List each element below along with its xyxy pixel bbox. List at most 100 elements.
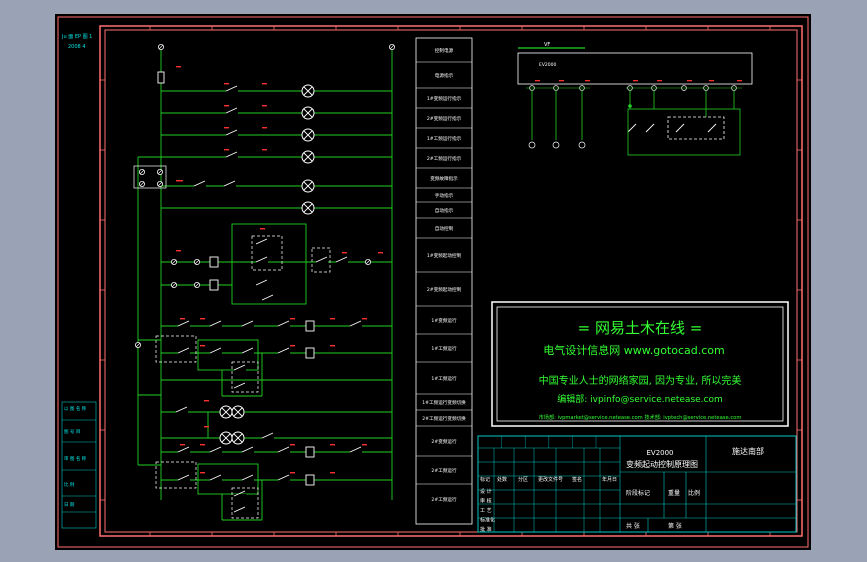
relay-contact-icon <box>209 320 222 328</box>
legend-column: 控制电源电源指示1#变频运行指示2#变频运行指示1#工频运行指示2#工频运行指示… <box>415 37 473 525</box>
indicator-lamp-icon <box>301 150 315 164</box>
indicator-lamp-icon <box>231 405 245 419</box>
relay-contact-icon <box>209 446 222 454</box>
indicator-lamp-icon <box>219 405 233 419</box>
title-block: EV2000 变频起动控制原理图 施达南部 阶段标记 重量 比例 共 张 第 张… <box>477 435 797 533</box>
relay-contact-icon <box>335 256 348 264</box>
indicator-lamp-icon <box>231 431 245 445</box>
legend-row-label: 2#工频运行指示 <box>427 155 462 162</box>
legend-row-label: 1#变频起动控制 <box>427 252 462 259</box>
relay-contact-icon <box>349 320 362 328</box>
terminal-icon <box>156 168 163 175</box>
relay-contact-icon <box>177 474 190 482</box>
legend-row-label: 2#工频运行变频切换 <box>422 415 466 422</box>
legend-row-label: 1#工频运行指示 <box>427 135 462 142</box>
vfd-label: VF <box>544 42 550 48</box>
indicator-lamp-icon <box>219 431 233 445</box>
indicator-lamp-icon <box>301 128 315 142</box>
relay-contact-icon <box>193 180 206 188</box>
legend-row-label: 1#变频运行指示 <box>427 95 462 102</box>
vfd-terminals <box>526 80 742 149</box>
relay-coil-icon <box>209 279 219 291</box>
relay-contact-icon <box>241 446 254 454</box>
title-block-header: 更改文件号 <box>538 476 563 483</box>
top-left-label: Ju 面 EP 图 1 <box>61 34 92 40</box>
terminal-icon <box>134 341 141 348</box>
relay-contact-icon <box>223 180 236 188</box>
indicator-lamp-icon <box>301 106 315 120</box>
legend-row-label: 1#工频运行 <box>431 375 457 382</box>
legend-row-label: 自动控制 <box>435 225 454 232</box>
relay-contact-icon <box>177 320 190 328</box>
watermark-slogan: 中国专业人士的网络家园, 因为专业, 所以完美 <box>539 374 742 387</box>
left-strip-label: 图 号 目 <box>64 429 80 435</box>
outer-frame <box>57 16 809 548</box>
relay-contact-icon <box>225 151 238 159</box>
relay-contact-icon <box>233 382 246 390</box>
vfd-body <box>517 52 753 85</box>
relay-contact-icon <box>255 279 268 287</box>
title-block-header: 分区 <box>518 476 528 483</box>
relay-contact-icon <box>349 446 362 454</box>
title-block-row-label: 批 准 <box>480 526 492 533</box>
relay-coil-icon <box>305 446 315 458</box>
relay-coil-icon <box>305 474 315 486</box>
relay-contact-icon <box>225 129 238 137</box>
sheet-label: 第 张 <box>668 522 682 530</box>
relay-contact-icon <box>177 446 190 454</box>
relay-contact-icon <box>261 432 274 440</box>
company-name: 施达南部 <box>732 446 764 456</box>
frame-zone-ticks <box>100 26 802 536</box>
legend-row-label: 2#变频运行指示 <box>427 115 462 122</box>
legend-row-label: 2#工频运行 <box>431 467 457 474</box>
left-strip-label: 以 图 名 称 <box>64 405 87 412</box>
top-left-date: 2008 4 <box>68 44 86 50</box>
legend-row-label: 2#变频起动控制 <box>427 286 462 293</box>
vfd-model: EV2000 <box>539 62 557 68</box>
relay-contact-icon <box>277 347 290 355</box>
terminal-icon <box>170 281 177 288</box>
relay-contact-icon <box>255 256 268 264</box>
fuse-icon <box>157 71 165 84</box>
sheets-label: 共 张 <box>626 522 640 530</box>
relay-contact-icon <box>241 347 254 355</box>
relay-contact-icon <box>209 347 222 355</box>
legend-row-label: 自动指示 <box>435 207 454 214</box>
terminal-icon <box>170 258 177 265</box>
relay-contact-icon <box>277 474 290 482</box>
relay-contact-icon <box>233 364 246 372</box>
terminal-icon <box>138 168 145 175</box>
legend-row-label: 1#变频运行 <box>431 317 457 324</box>
terminal-icon <box>157 44 164 51</box>
scale-label: 比例 <box>688 489 700 497</box>
title-block-row-label: 设 计 <box>480 488 492 495</box>
watermark-editor: 编辑部: ivpinfo@service.netease.com <box>557 393 723 405</box>
relay-contact-icon <box>241 320 254 328</box>
legend-row-label: 2#变频运行 <box>431 438 457 445</box>
schematic-components <box>133 44 395 519</box>
terminal-icon <box>193 258 200 265</box>
relay-contact-icon <box>209 474 222 482</box>
top-left-label-group: Ju 面 EP 图 1 2008 4 <box>61 34 92 50</box>
stage-label: 阶段标记 <box>626 489 650 497</box>
relay-contact-icon <box>225 107 238 115</box>
relay-contact-icon <box>177 347 190 355</box>
relay-coil-icon <box>209 256 219 268</box>
title-block-row-label: 审 核 <box>480 498 492 505</box>
selector-switch-box <box>133 165 167 189</box>
title-block-header: 年月日 <box>602 476 617 483</box>
title-block-header: 处数 <box>497 476 507 483</box>
relay-contact-icon <box>175 406 188 414</box>
terminal-icon <box>138 180 145 187</box>
inner-frame <box>99 25 803 537</box>
relay-contact-icon <box>233 490 246 498</box>
relay-contact-icon <box>277 320 290 328</box>
title-block-header: 标记 <box>480 476 490 483</box>
vfd-diagram: VF EV2000 <box>517 42 753 156</box>
title-model: EV2000 <box>646 449 673 457</box>
legend-row-label: 电源指示 <box>435 72 454 79</box>
relay-contact-icon <box>225 85 238 93</box>
legend-row-label: 变频故障指示 <box>430 175 458 182</box>
relay-contact-icon <box>241 474 254 482</box>
